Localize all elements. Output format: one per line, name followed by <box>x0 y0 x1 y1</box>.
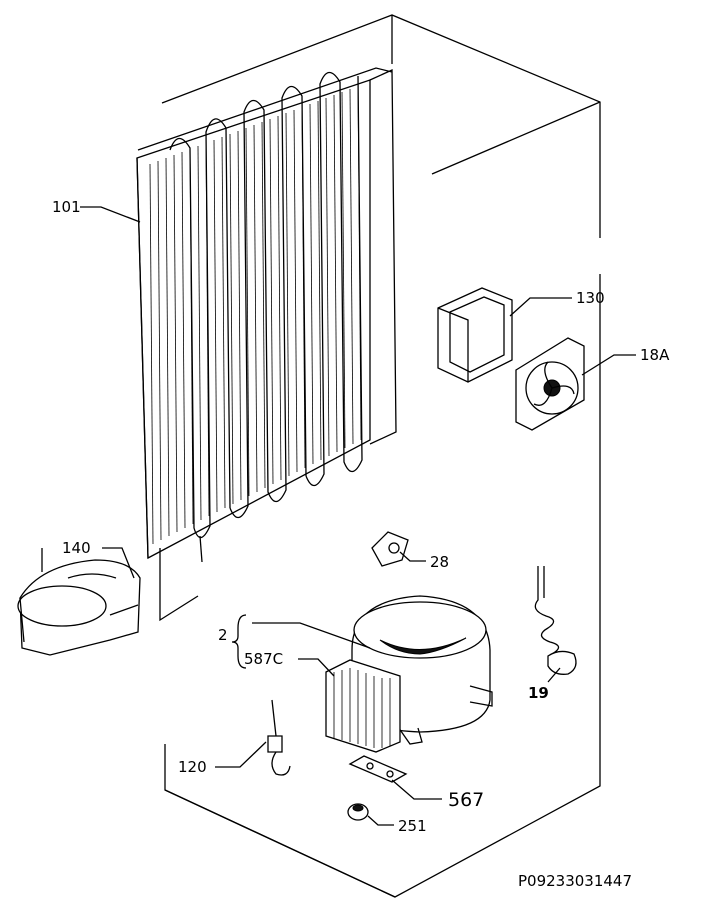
callout-28: 28 <box>430 553 449 571</box>
fan <box>515 337 585 431</box>
callout-130: 130 <box>576 289 605 307</box>
relay <box>325 659 401 753</box>
callout-587c: 587C <box>244 650 283 668</box>
clip <box>371 531 409 567</box>
callout-101: 101 <box>52 198 81 216</box>
callout-140: 140 <box>62 539 91 557</box>
grommet <box>347 803 369 821</box>
leader-lines <box>80 206 636 826</box>
drawing-code: P09233031447 <box>518 872 632 890</box>
fan-cover <box>437 287 513 383</box>
callout-19: 19 <box>528 684 549 702</box>
callout-251: 251 <box>398 817 427 835</box>
compressor-brace-line <box>231 614 247 669</box>
sensor <box>267 699 291 776</box>
callout-2: 2 <box>218 626 228 644</box>
cabinet-outline <box>161 14 601 898</box>
bracket <box>348 755 408 783</box>
heater-cable <box>534 566 577 675</box>
drip-tray <box>17 548 141 656</box>
callout-567: 567 <box>448 789 484 811</box>
callout-18a: 18A <box>640 346 670 364</box>
condenser <box>136 67 397 622</box>
callout-120: 120 <box>178 758 207 776</box>
